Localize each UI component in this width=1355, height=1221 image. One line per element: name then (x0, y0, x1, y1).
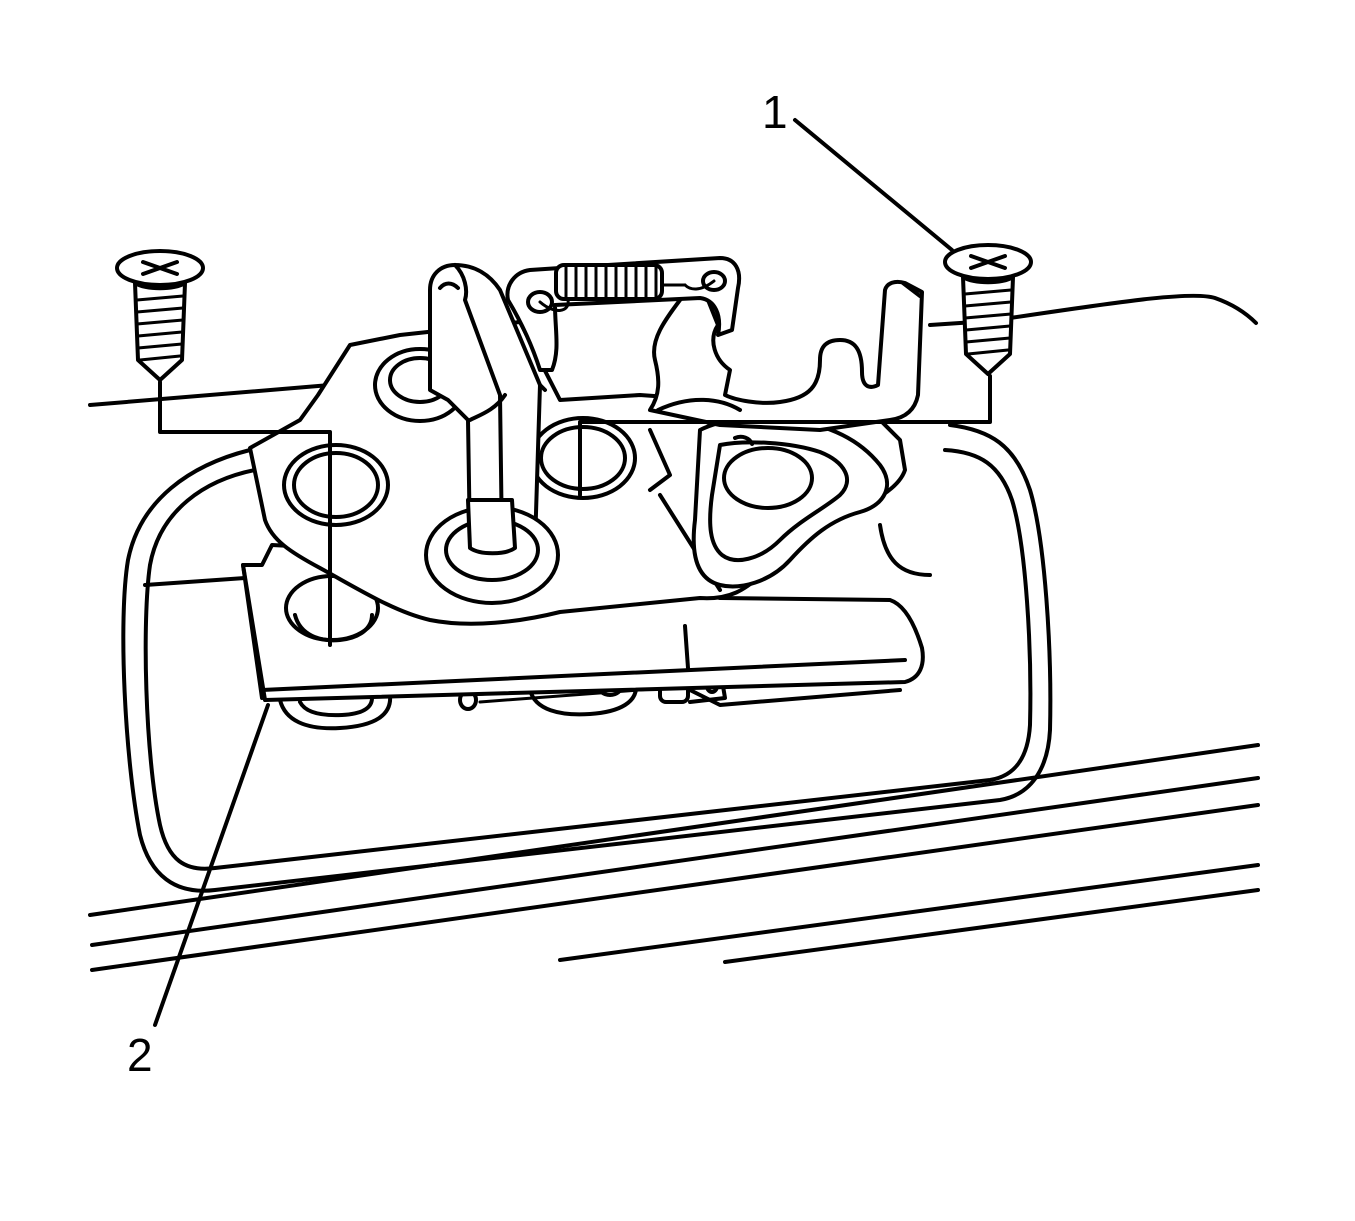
safety-catch-rod (373, 263, 560, 605)
leader-line-1 (793, 118, 954, 252)
primary-latch-hook (648, 278, 924, 432)
latch-spring (505, 256, 741, 372)
secondary-latch-lever (691, 416, 932, 589)
callout-1: 1 (762, 86, 788, 138)
left-screw (115, 249, 205, 382)
spring-coils (554, 263, 664, 301)
right-screw (943, 243, 1033, 376)
latch-opening-frame (121, 423, 1053, 893)
leader-lines (153, 118, 954, 1027)
lower-bracket (278, 682, 902, 731)
callout-2: 2 (127, 1029, 153, 1081)
lower-panel-lines (88, 743, 1260, 972)
screw-alignment-lines (158, 374, 992, 647)
leader-line-2 (153, 703, 270, 1027)
